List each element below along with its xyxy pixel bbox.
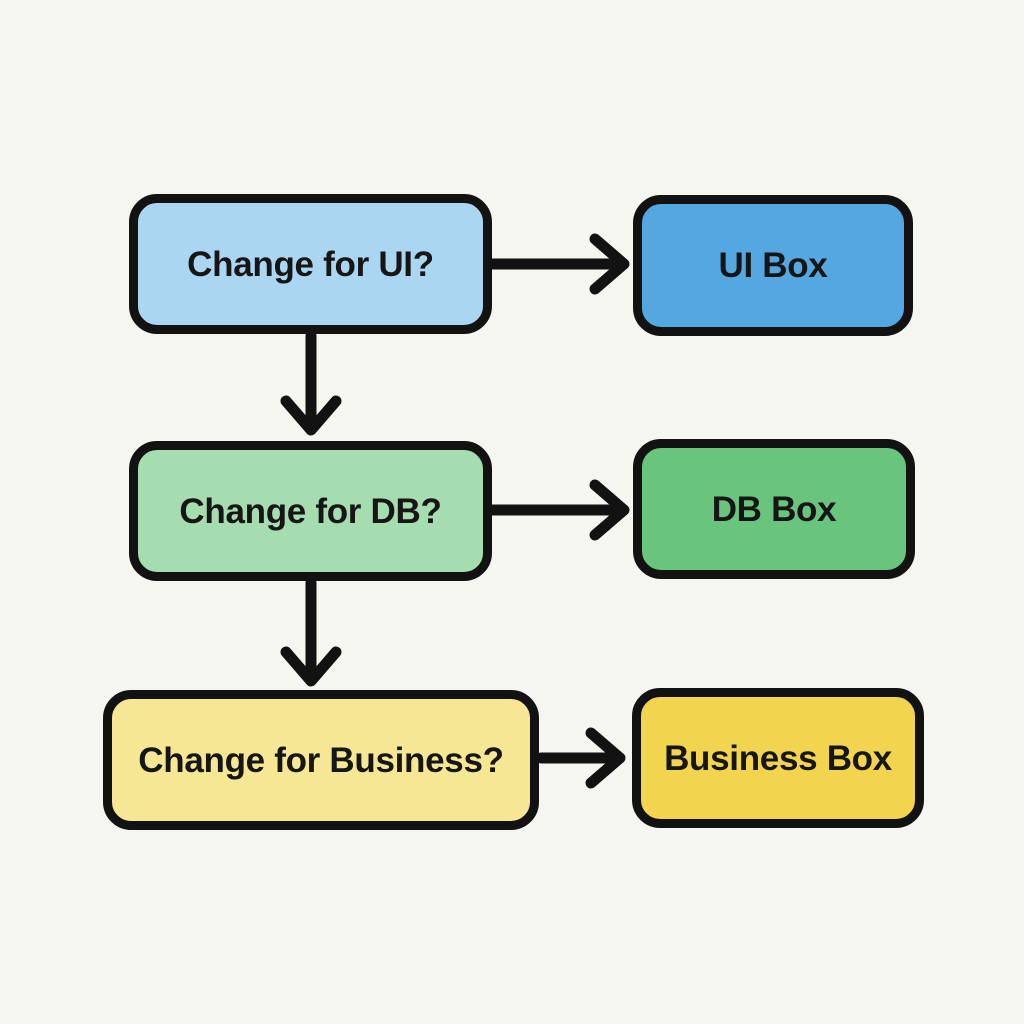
node-change-for-db[interactable]: Change for DB? bbox=[129, 441, 492, 581]
node-ui-box-label: UI Box bbox=[718, 246, 828, 285]
node-change-for-business[interactable]: Change for Business? bbox=[103, 690, 539, 830]
arrow-db-question-to-business-question-icon bbox=[280, 577, 342, 687]
node-business-box[interactable]: Business Box bbox=[632, 688, 924, 828]
node-change-for-ui[interactable]: Change for UI? bbox=[129, 194, 492, 334]
node-change-for-business-label: Change for Business? bbox=[138, 740, 504, 780]
arrow-business-question-to-business-box-icon bbox=[535, 727, 626, 789]
node-db-box[interactable]: DB Box bbox=[633, 439, 915, 579]
node-business-box-label: Business Box bbox=[664, 738, 892, 778]
arrow-ui-question-to-db-question-icon bbox=[280, 330, 342, 436]
arrow-ui-question-to-ui-box-icon bbox=[487, 233, 630, 295]
node-change-for-ui-label: Change for UI? bbox=[187, 244, 434, 284]
node-db-box-label: DB Box bbox=[711, 489, 837, 529]
arrow-db-question-to-db-box-icon bbox=[487, 479, 630, 541]
node-change-for-db-label: Change for DB? bbox=[179, 491, 442, 531]
node-ui-box[interactable]: UI Box bbox=[633, 195, 913, 336]
